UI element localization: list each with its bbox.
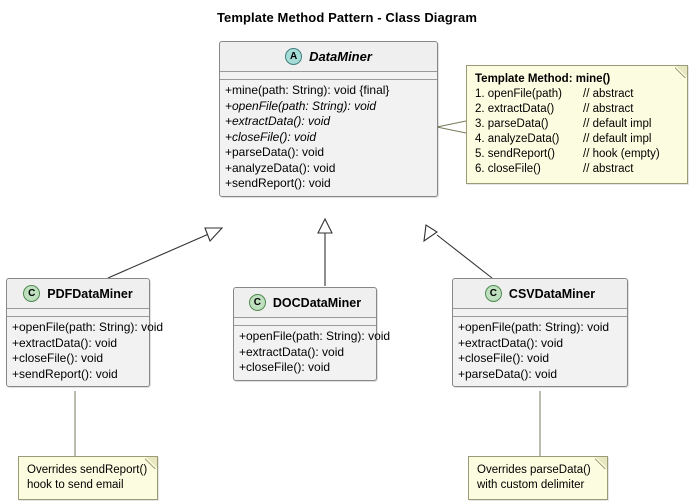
abstract-class-badge-icon: A xyxy=(285,48,303,65)
class-box-docdataminer[interactable]: C DOCDataMiner +openFile(path: String): … xyxy=(233,287,391,381)
note-text-line: with custom delimiter xyxy=(477,479,585,491)
note-step-row: 3. parseData() // default impl xyxy=(475,117,679,132)
note-step-row: 5. sendReport() // hook (empty) xyxy=(475,147,679,162)
note-step-comment: // default impl xyxy=(583,118,652,130)
operation-row: +parseData(): void xyxy=(225,145,325,159)
note-body-template-method: Template Method: mine() 1. openFile(path… xyxy=(467,66,687,183)
note-pdf-override[interactable]: Overrides sendReport() hook to send emai… xyxy=(18,456,158,500)
class-header-pdfdataminer: C PDFDataMiner xyxy=(7,279,149,309)
note-text-line: hook to send email xyxy=(27,479,124,491)
note-anchor-template-method xyxy=(436,120,467,134)
operation-row: +openFile(path: String): void xyxy=(458,320,610,334)
operations-compartment-dataminer: +mine(path: String): void {final} +openF… xyxy=(220,80,437,196)
operation-row: +closeFile(): void xyxy=(225,129,317,144)
operation-row: +openFile(path: String): void xyxy=(12,320,164,334)
operation-row: +extractData(): void xyxy=(225,114,331,128)
note-step-comment: // abstract xyxy=(583,163,634,175)
class-name-pdfdataminer: PDFDataMiner xyxy=(47,286,133,301)
note-text-line: Overrides parseData() xyxy=(477,464,591,476)
note-step-comment: // hook (empty) xyxy=(583,148,660,160)
generalization-pdf-to-dataminer xyxy=(107,227,224,279)
operation-row: +extractData(): void xyxy=(239,344,345,359)
operations-compartment-csvdataminer: +openFile(path: String): void +extractDa… xyxy=(453,317,627,386)
note-fold-edge-icon xyxy=(675,66,687,78)
note-step-row: 1. openFile(path) // abstract xyxy=(475,87,679,102)
note-step-label: 2. extractData() xyxy=(475,103,555,115)
operations-compartment-docdataminer: +openFile(path: String): void +extractDa… xyxy=(234,326,391,380)
operation-row: +extractData(): void xyxy=(12,335,118,350)
generalization-csv-to-dataminer xyxy=(423,224,493,279)
operation-row: +parseData(): void xyxy=(458,366,558,381)
operation-row: +mine(path: String): void {final} xyxy=(225,83,390,97)
note-step-label: 1. openFile(path) xyxy=(475,88,562,100)
note-text-line: Overrides sendReport() xyxy=(27,464,148,476)
note-csv-override[interactable]: Overrides parseData() with custom delimi… xyxy=(468,456,608,500)
attributes-compartment-docdataminer xyxy=(234,318,376,326)
class-box-dataminer[interactable]: A DataMiner +mine(path: String): void {f… xyxy=(219,41,438,197)
note-body-csv-override: Overrides parseData() with custom delimi… xyxy=(469,457,607,499)
page-title: Template Method Pattern - Class Diagram xyxy=(216,10,478,25)
operation-row: +closeFile(): void xyxy=(239,360,331,374)
note-body-pdf-override: Overrides sendReport() hook to send emai… xyxy=(19,457,157,499)
operation-row: +sendReport(): void xyxy=(225,176,331,190)
note-step-label: 3. parseData() xyxy=(475,118,549,130)
note-title: Template Method: mine() xyxy=(475,73,611,85)
note-step-comment: // abstract xyxy=(583,103,634,115)
note-step-row: 2. extractData() // abstract xyxy=(475,102,679,117)
note-fold-edge-icon xyxy=(595,457,607,469)
note-step-label: 6. closeFile() xyxy=(475,163,541,175)
note-template-method[interactable]: Template Method: mine() 1. openFile(path… xyxy=(466,65,688,184)
class-header-docdataminer: C DOCDataMiner xyxy=(234,288,376,318)
note-step-label: 5. sendReport() xyxy=(475,148,555,160)
generalization-doc-to-dataminer xyxy=(317,217,333,286)
operation-row: +openFile(path: String): void xyxy=(225,98,377,113)
class-name-csvdataminer: CSVDataMiner xyxy=(508,286,596,301)
class-header-dataminer: A DataMiner xyxy=(220,42,437,72)
operation-row: +openFile(path: String): void xyxy=(239,329,391,343)
note-fold-edge-icon xyxy=(145,457,157,469)
operation-row: +closeFile(): void xyxy=(458,351,550,365)
note-step-label: 4. analyzeData() xyxy=(475,133,560,145)
attributes-compartment-dataminer xyxy=(220,72,437,80)
concrete-class-badge-icon: C xyxy=(484,285,502,302)
note-step-row: 6. closeFile() // abstract xyxy=(475,162,679,177)
attributes-compartment-csvdataminer xyxy=(453,309,627,317)
concrete-class-badge-icon: C xyxy=(23,285,41,302)
operation-row: +closeFile(): void xyxy=(12,351,104,365)
attributes-compartment-pdfdataminer xyxy=(7,309,149,317)
note-step-comment: // abstract xyxy=(583,88,634,100)
operation-row: +sendReport(): void xyxy=(12,366,118,381)
concrete-class-badge-icon: C xyxy=(248,294,266,311)
operations-compartment-pdfdataminer: +openFile(path: String): void +extractDa… xyxy=(7,317,164,386)
class-box-pdfdataminer[interactable]: C PDFDataMiner +openFile(path: String): … xyxy=(6,278,164,387)
class-name-docdataminer: DOCDataMiner xyxy=(272,295,362,310)
operation-row: +extractData(): void xyxy=(458,335,564,350)
operation-row: +analyzeData(): void xyxy=(225,160,336,175)
class-box-csvdataminer[interactable]: C CSVDataMiner +openFile(path: String): … xyxy=(452,278,628,387)
note-step-comment: // default impl xyxy=(583,133,652,145)
note-step-row: 4. analyzeData() // default impl xyxy=(475,132,679,147)
class-name-dataminer: DataMiner xyxy=(309,49,372,64)
class-header-csvdataminer: C CSVDataMiner xyxy=(453,279,627,309)
